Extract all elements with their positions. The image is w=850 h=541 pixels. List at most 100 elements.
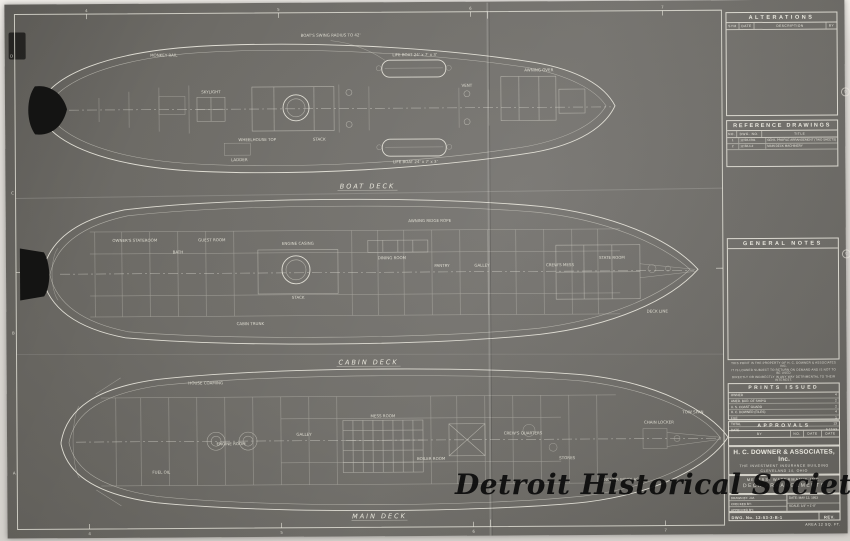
svg-text:WHEELHOUSE TOP: WHEELHOUSE TOP [238, 137, 276, 142]
cabin-deck-annotations: OWNER'S STATEROOM BATH GUEST ROOM STACK … [112, 218, 669, 326]
bow-gear [639, 263, 696, 278]
notice-line: DIRECTLY OR INDIRECTLY IN ANY WAY DETRIM… [731, 374, 836, 382]
scale-field: SCALE: 1/4" = 1'-0" [788, 503, 816, 508]
rev-cell: REV. [818, 512, 840, 520]
watermark-text: Detroit Historical Society [455, 468, 850, 501]
drawing-frame: 4 5 6 7 4 5 6 7 D C B A [10, 5, 726, 536]
zone-letter: D [10, 54, 13, 59]
col-date: DATE [825, 431, 836, 436]
zone-letter: A [13, 471, 16, 476]
cabin-deck-houses [257, 239, 641, 300]
svg-text:LIFE BOAT 24' x 7' x 3': LIFE BOAT 24' x 7' x 3' [392, 52, 437, 57]
svg-text:BOILER ROOM: BOILER ROOM [417, 456, 446, 461]
deck-plans-drawing: 4 5 6 7 4 5 6 7 D C B A [10, 2, 729, 536]
zone-number: 6 [469, 6, 472, 11]
area-note: AREA 12 SQ. FT. [805, 522, 841, 527]
blueprint-sheet: 4 5 6 7 4 5 6 7 D C B A [4, 0, 850, 539]
main-deck-annotations: HOUSE COAMING ENGINE ROOM GALLEY MESS RO… [152, 380, 703, 482]
hatch [448, 423, 486, 457]
zone-number: 7 [661, 5, 664, 10]
boat-deck-houses [196, 75, 586, 132]
censor-blot-stern [19, 248, 50, 301]
col-title: TITLE [794, 131, 806, 136]
boat-deck-label: BOAT DECK [340, 182, 396, 190]
zone-letter: D [840, 87, 850, 97]
svg-text:LADDER: LADDER [231, 157, 248, 162]
col-sym: SYM [726, 22, 740, 29]
col-no: NO. [790, 430, 805, 437]
cabin-deck-hull-outline [41, 198, 699, 345]
zone-number: 6 [472, 529, 475, 534]
svg-text:HOUSE COAMING: HOUSE COAMING [188, 380, 223, 385]
svg-text:OWNER'S STATEROOM: OWNER'S STATEROOM [112, 238, 157, 243]
col-date: DATE [803, 430, 823, 437]
svg-text:PANTRY: PANTRY [434, 263, 450, 268]
censor-blot-bow [28, 86, 68, 135]
svg-text:ENGINE CASING: ENGINE CASING [282, 241, 314, 246]
engine-room [206, 431, 258, 451]
zone-number: 4 [85, 8, 88, 13]
zone-letter: C [841, 249, 850, 259]
boat-deck-hull-outline [38, 43, 616, 174]
cabin-deck-partitions [51, 228, 621, 318]
col-by: BY [728, 430, 792, 438]
cabin-deck-plan: OWNER'S STATEROOM BATH GUEST ROOM STACK … [19, 198, 699, 367]
main-deck-plan: HOUSE COAMING ENGINE ROOM GALLEY MESS RO… [60, 368, 729, 521]
boat-deck-details [98, 40, 490, 156]
svg-text:TOW SPAN: TOW SPAN [681, 409, 703, 414]
zone-number: 7 [664, 528, 667, 533]
property-notice: THIS PRINT IS THE PROPERTY OF H. C. DOWN… [729, 360, 839, 382]
reference-drawings-table: REFERENCE DRAWINGS NO. DWG. NO. TITLE 1 … [726, 119, 839, 168]
zone-number: 4 [88, 531, 91, 536]
svg-text:GALLEY: GALLEY [296, 432, 312, 437]
svg-text:STORES: STORES [559, 455, 575, 460]
svg-text:CABIN TRUNK: CABIN TRUNK [237, 321, 265, 326]
col-date: DATE [739, 22, 755, 29]
svg-text:BATH: BATH [173, 249, 184, 254]
stack [282, 94, 310, 122]
svg-text:CHAIN LOCKER: CHAIN LOCKER [644, 419, 674, 424]
svg-text:GUEST ROOM: GUEST ROOM [198, 237, 226, 242]
dwg-number: DWG. No. 12-53-3-B-1 [731, 514, 783, 521]
stack [281, 255, 311, 285]
col-by: BY [828, 23, 835, 28]
fold-creases [15, 2, 724, 536]
svg-text:GALLEY: GALLEY [474, 263, 490, 268]
mess-room-grid [342, 419, 424, 473]
main-deck-label: MAIN DECK [352, 512, 407, 520]
firm-name: H. C. DOWNER & ASSOCIATES, Inc. [733, 448, 835, 463]
main-deck-hull-outline [60, 368, 729, 512]
zone-number: 5 [277, 7, 280, 12]
svg-text:STACK: STACK [292, 295, 305, 300]
svg-text:CREW'S MESS: CREW'S MESS [546, 262, 575, 267]
svg-text:ENGINE ROOM: ENGINE ROOM [216, 441, 246, 446]
zone-number: 5 [280, 530, 283, 535]
svg-text:STATE ROOM: STATE ROOM [599, 255, 625, 260]
svg-text:MESS ROOM: MESS ROOM [370, 413, 395, 418]
svg-text:DINING ROOM: DINING ROOM [378, 255, 407, 260]
svg-text:AWNING RIDGE ROPE: AWNING RIDGE ROPE [408, 218, 451, 223]
svg-text:ANCHOR WINDLASS: ANCHOR WINDLASS [601, 477, 642, 482]
boat-deck-plan: BOAT'S SWING RADIUS TO 42' LIFE BOAT 24'… [28, 32, 616, 191]
svg-text:STACK: STACK [313, 137, 326, 142]
alterations-table: ALTERATIONS SYM DATE DESCRIPTION BY [725, 11, 839, 117]
svg-text:CREW'S QUARTERS: CREW'S QUARTERS [504, 430, 543, 435]
dwg-number-row: DWG. No. 12-53-3-B-1 REV. [728, 511, 841, 522]
zone-letter: C [11, 191, 14, 196]
main-deck-partitions [72, 377, 617, 507]
svg-text:MONKEY RAIL: MONKEY RAIL [150, 53, 178, 58]
svg-text:AWNING OVER: AWNING OVER [524, 67, 553, 72]
vents [345, 89, 471, 128]
svg-text:BOAT'S SWING RADIUS TO 42': BOAT'S SWING RADIUS TO 42' [301, 32, 361, 37]
lifeboats [376, 59, 453, 157]
cabin-deck-label: CABIN DECK [338, 358, 398, 366]
svg-text:FUEL OIL: FUEL OIL [152, 470, 171, 475]
boat-deck-annotations: BOAT'S SWING RADIUS TO 42' LIFE BOAT 24'… [150, 32, 554, 164]
general-notes-box: GENERAL NOTES [726, 237, 840, 361]
col-no: NO. [727, 130, 738, 137]
svg-text:VENT: VENT [462, 83, 473, 88]
svg-text:DECK LINE: DECK LINE [647, 309, 669, 314]
col-description: DESCRIPTION [754, 22, 827, 29]
